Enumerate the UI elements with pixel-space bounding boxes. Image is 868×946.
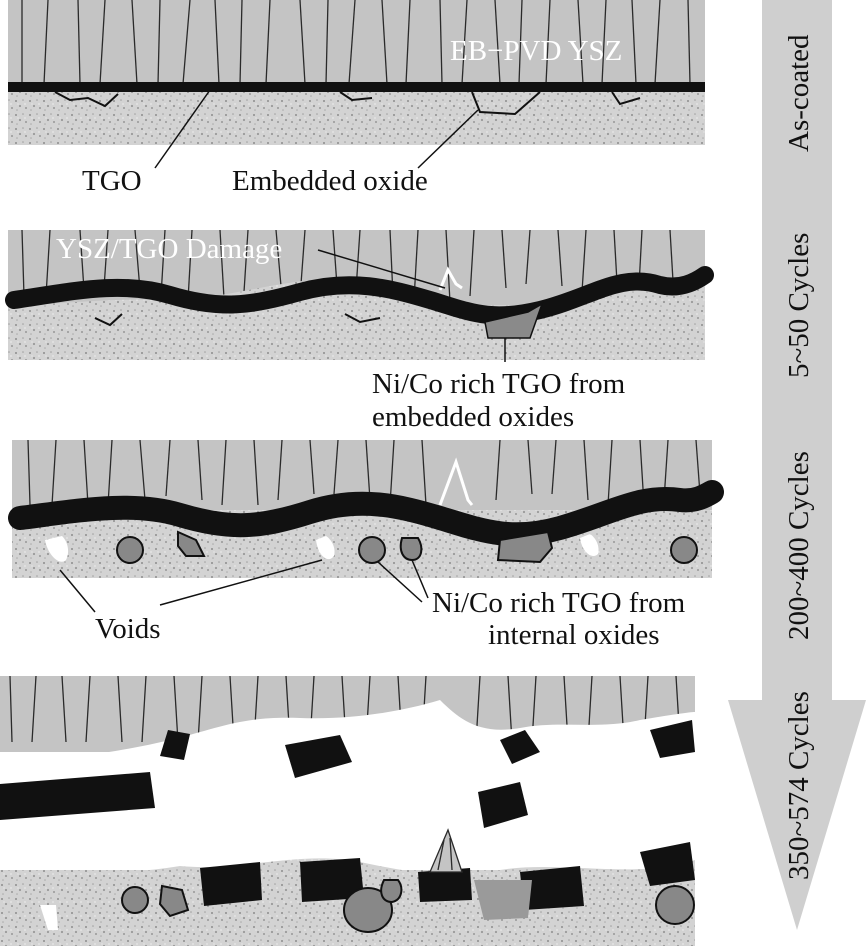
label-nico-embedded-2: embedded oxides xyxy=(372,401,574,433)
panel-350-574-cycles xyxy=(0,675,695,946)
ysz-tgo-crack xyxy=(438,266,463,291)
tgo-wavy xyxy=(5,266,714,325)
tgo-layer xyxy=(8,82,705,92)
nico-internal-leader-2 xyxy=(411,559,429,599)
label-ysz-tgo-damage: YSZ/TGO Damage xyxy=(56,233,282,265)
arrow-shape xyxy=(728,0,866,930)
voids-leader-1 xyxy=(59,569,96,613)
stage-200-400-cycles: 200~400 Cycles xyxy=(783,451,815,640)
ysz-tgo-crack xyxy=(438,457,474,506)
stage-350-574-cycles: 350~574 Cycles xyxy=(783,691,815,880)
nico-embedded-oxide xyxy=(484,302,544,339)
label-nico-internal-2: internal oxides xyxy=(488,619,660,651)
void-notch xyxy=(40,905,58,930)
nico-internal-leader-1 xyxy=(377,561,423,603)
label-tgo: TGO xyxy=(82,165,142,197)
ysz-columns xyxy=(21,0,691,85)
tgo-wavy xyxy=(8,480,724,547)
internal-oxides xyxy=(116,530,698,564)
substrate-layer xyxy=(8,305,705,360)
label-embedded-oxide: Embedded oxide xyxy=(232,165,428,197)
damage-leader xyxy=(317,249,446,289)
voids-leader-2 xyxy=(159,559,323,606)
internal-oxides xyxy=(121,879,695,933)
embedded-oxide-shapes xyxy=(94,313,381,327)
label-nico-embedded-1: Ni/Co rich TGO from xyxy=(372,368,626,400)
label-voids: Voids xyxy=(95,613,161,645)
stage-5-50-cycles: 5~50 Cycles xyxy=(783,233,815,378)
stage-as-coated: As-coated xyxy=(783,34,815,152)
panel-as-coated: EB−PVD YSZ TGO Embedded oxide xyxy=(8,0,705,197)
panel-5-50-cycles: YSZ/TGO Damage Ni/Co rich TGO from embed… xyxy=(5,229,714,433)
timeline-arrow: As-coated 5~50 Cycles 200~400 Cycles 350… xyxy=(728,0,866,930)
voids xyxy=(45,534,599,562)
tgo-leader xyxy=(154,89,211,169)
ysz-layer xyxy=(8,0,705,86)
embedded-oxide-shapes xyxy=(54,91,641,116)
label-eb-pvd-ysz: EB−PVD YSZ xyxy=(450,35,622,67)
ysz-remnant-spike xyxy=(429,828,463,873)
label-nico-internal-1: Ni/Co rich TGO from xyxy=(432,587,686,619)
panel-200-400-cycles: Voids Ni/Co rich TGO from internal oxide… xyxy=(8,439,724,651)
tgo-fragments xyxy=(0,720,695,910)
embedded-oxide-leader xyxy=(417,109,479,169)
ysz-columns xyxy=(27,439,701,506)
